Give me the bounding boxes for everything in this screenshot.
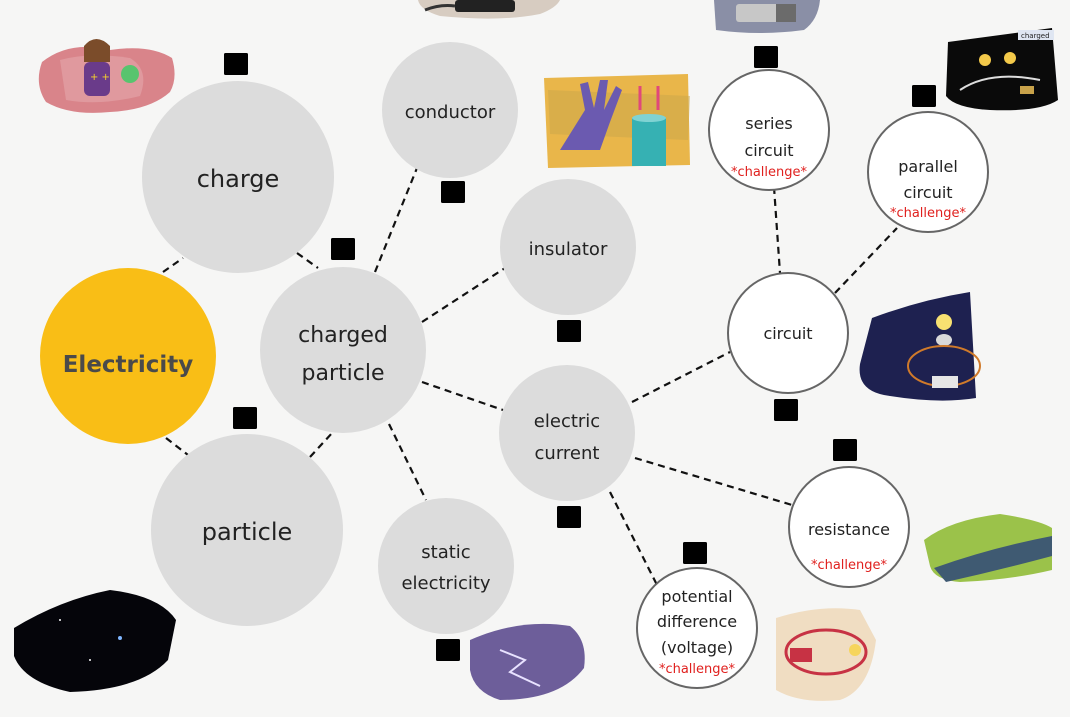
edge-particle-charged — [309, 431, 334, 458]
node-charge[interactable]: charge — [142, 81, 334, 273]
svg-text:charged: charged — [1021, 32, 1050, 40]
checkbox-electric-current[interactable] — [557, 506, 581, 528]
space-image — [14, 590, 176, 692]
bulb-circuit-image — [859, 292, 981, 401]
edge-current-pd — [609, 491, 658, 586]
edge-charged-conductor — [373, 167, 419, 273]
node-label: resistance — [808, 520, 890, 539]
checkbox-resistance[interactable] — [833, 439, 857, 461]
node-label-line1: static — [421, 542, 470, 563]
lightning-image — [470, 623, 585, 700]
node-label-line1: electric — [534, 411, 600, 432]
checkbox-charge[interactable] — [224, 53, 248, 75]
edge-charged-static — [388, 423, 427, 501]
node-label-line3: (voltage) — [661, 638, 733, 657]
node-label: charge — [197, 165, 280, 193]
node-label-line2: circuit — [903, 183, 952, 202]
node-label: conductor — [405, 102, 496, 123]
node-label-line1: parallel — [898, 157, 958, 176]
edge-charge-charged — [296, 252, 319, 269]
river-landscape-image — [924, 514, 1052, 582]
node-label: insulator — [529, 239, 608, 260]
node-conductor[interactable]: conductor — [382, 42, 518, 178]
node-potential-difference[interactable]: potential difference (voltage) *challeng… — [636, 567, 758, 689]
node-parallel-circuit[interactable]: parallel circuit *challenge* — [867, 111, 989, 233]
cable-image — [418, 0, 560, 19]
challenge-tag: *challenge* — [890, 206, 967, 221]
checkbox-circuit[interactable] — [774, 399, 798, 421]
node-particle[interactable]: particle — [151, 434, 343, 626]
challenge-tag: *challenge* — [731, 165, 808, 180]
node-label-line2: circuit — [744, 141, 793, 160]
edge-circuit-parallel — [834, 227, 898, 294]
challenge-tag: *challenge* — [811, 558, 888, 573]
battery-top-image — [714, 0, 820, 33]
edge-current-resistance — [634, 456, 793, 507]
node-insulator[interactable]: insulator — [500, 179, 636, 315]
edge-charged-insulator — [421, 267, 506, 323]
node-label-line2: difference — [657, 612, 737, 631]
node-label-line2: electricity — [401, 573, 490, 594]
node-label-line2: particle — [302, 361, 385, 386]
checkbox-potential-difference[interactable] — [683, 542, 707, 564]
edge-electricity-charge — [162, 257, 184, 273]
edge-current-circuit — [631, 351, 731, 403]
node-label: circuit — [763, 324, 812, 343]
node-resistance[interactable]: resistance *challenge* — [788, 466, 910, 588]
node-label-line1: charged — [298, 323, 388, 348]
parallel-photo-image: charged — [946, 28, 1058, 111]
connections — [162, 167, 898, 586]
node-electric-current[interactable]: electric current — [499, 365, 635, 501]
node-charged-particle[interactable]: charged particle — [260, 267, 426, 433]
node-label-line1: potential — [661, 587, 732, 606]
svg-text:+ +: + + — [90, 72, 110, 83]
node-series-circuit[interactable]: series circuit *challenge* — [708, 69, 830, 191]
node-label: particle — [202, 518, 293, 546]
edge-circuit-series — [772, 186, 782, 274]
checkbox-series-circuit[interactable] — [754, 46, 778, 68]
checkbox-charged-particle[interactable] — [331, 238, 355, 260]
node-electricity[interactable]: Electricity — [40, 268, 216, 444]
battery-loop-image — [776, 608, 876, 701]
checkbox-insulator[interactable] — [557, 320, 581, 342]
node-label: Electricity — [63, 352, 194, 378]
checkbox-particle[interactable] — [233, 407, 257, 429]
hand-glass-image — [544, 74, 690, 168]
node-static-electricity[interactable]: static electricity — [378, 498, 514, 634]
checkbox-conductor[interactable] — [441, 181, 465, 203]
edge-electricity-particle — [165, 437, 189, 456]
checkbox-parallel-circuit[interactable] — [912, 85, 936, 107]
challenge-tag: *challenge* — [659, 662, 736, 677]
node-label-line2: current — [535, 443, 600, 464]
node-label-line1: series — [745, 114, 792, 133]
node-circuit[interactable]: circuit — [727, 272, 849, 394]
checkbox-static-electricity[interactable] — [436, 639, 460, 661]
edge-charged-current — [421, 380, 504, 412]
scientist-image: + + — [38, 39, 175, 113]
